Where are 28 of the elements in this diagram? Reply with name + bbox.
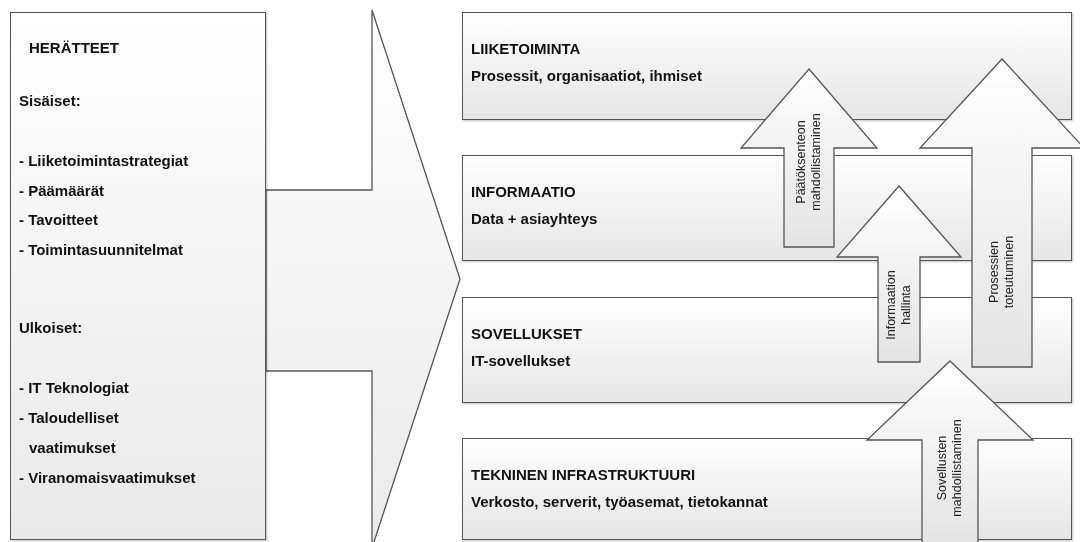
edge-label: Prosessien toteutuminen bbox=[987, 234, 1017, 311]
layer-heading: INFORMAATIO bbox=[471, 182, 576, 202]
layer-description: Verkosto, serverit, työasemat, tietokannat bbox=[471, 492, 768, 512]
list-item: - Tavoitteet bbox=[19, 210, 98, 230]
block-arrow bbox=[918, 58, 1080, 368]
block-arrow bbox=[265, 9, 461, 542]
list-item: Sisäiset: bbox=[19, 91, 81, 111]
layer-heading: SOVELLUKSET bbox=[471, 324, 582, 344]
block-arrow bbox=[739, 68, 879, 248]
layer-heading: TEKNINEN INFRASTRUKTUURI bbox=[471, 465, 696, 485]
block-arrow bbox=[865, 360, 1035, 542]
box-heading: HERÄTTEET bbox=[29, 38, 119, 58]
list-item: - Taloudelliset vaatimukset bbox=[19, 408, 120, 458]
list-item: - Toimintasuunnitelmat bbox=[19, 240, 183, 260]
block-arrow bbox=[835, 185, 963, 363]
edge-label: Sovellusten mahdollistaminen bbox=[935, 418, 965, 519]
list-item: Ulkoiset: bbox=[19, 318, 83, 338]
edge-label: Päätöksenteon mahdollistaminen bbox=[794, 112, 824, 213]
layer-heading: LIIKETOIMINTA bbox=[471, 39, 581, 59]
list-item: - Päämäärät bbox=[19, 181, 105, 201]
list-item: - Viranomaisvaatimukset bbox=[19, 468, 196, 488]
input-box bbox=[10, 12, 266, 540]
list-item: - IT Teknologiat bbox=[19, 378, 129, 398]
list-item: - Liiketoimintastrategiat bbox=[19, 151, 189, 171]
edge-label: Informaation hallinta bbox=[884, 269, 914, 342]
layer-description: IT-sovellukset bbox=[471, 351, 571, 371]
layer-description: Data + asiayhteys bbox=[471, 209, 598, 229]
layer-description: Prosessit, organisaatiot, ihmiset bbox=[471, 66, 702, 86]
